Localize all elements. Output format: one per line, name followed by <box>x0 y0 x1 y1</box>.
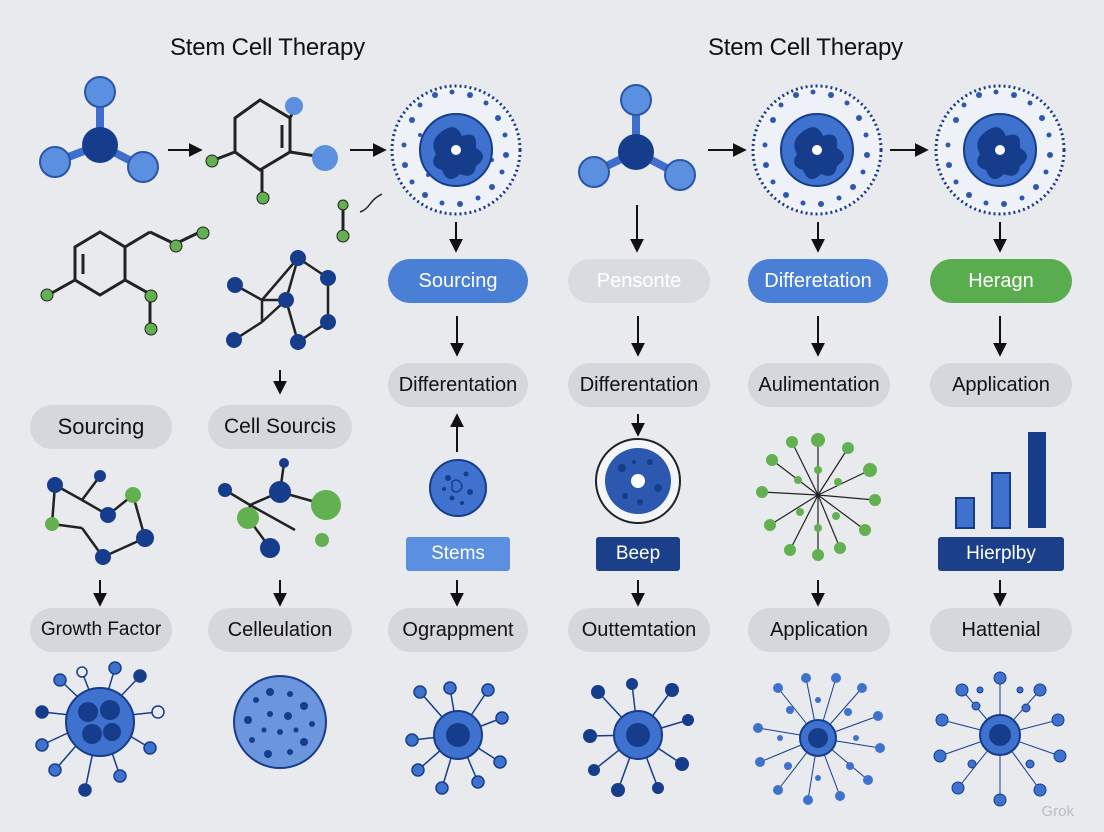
molecule-fragment <box>336 193 383 243</box>
cell-with-receptors-1 <box>35 661 165 797</box>
stem-cell-large-3 <box>934 84 1066 216</box>
atom <box>144 322 158 336</box>
atom <box>196 226 210 240</box>
cell-dense-network-6 <box>933 671 1067 807</box>
network-atoms-middle <box>226 250 336 350</box>
title-left: Stem Cell Therapy <box>170 34 365 61</box>
box-beep: Beep <box>596 537 680 571</box>
molecule-tetrahedral-right <box>578 84 696 191</box>
pill-application-1: Application <box>930 363 1072 407</box>
molecule-network-left-2 <box>224 462 327 549</box>
box-stems: Stems <box>406 537 510 571</box>
cell-beep <box>595 438 681 524</box>
pill-growth-factor: Growth Factor <box>30 608 172 652</box>
atom <box>312 145 338 171</box>
pill-heragn: Heragn <box>930 259 1072 303</box>
pill-sourcing-top: Sourcing <box>388 259 528 303</box>
cell-dense-network-5 <box>753 673 885 805</box>
pill-pensonte: Pensonte <box>568 259 710 303</box>
atom <box>205 154 219 168</box>
stem-cell-large-1 <box>390 84 522 216</box>
pill-celleulation: Celleulation <box>208 608 352 652</box>
pill-sourcing-left: Sourcing <box>30 405 172 449</box>
atom <box>169 239 183 253</box>
watermark: Grok <box>1041 803 1074 820</box>
green-radial-atoms <box>756 433 881 561</box>
pill-outtemtation: Outtemtation <box>568 608 710 652</box>
pill-differentation-1: Differentation <box>388 363 528 407</box>
green-radial-cluster <box>761 440 876 555</box>
molecule-hexagon-top <box>213 98 323 196</box>
atom <box>144 289 158 303</box>
bar-chart-icon <box>955 432 1046 529</box>
network-atoms-left <box>45 470 154 565</box>
small-cell-stems <box>429 459 487 517</box>
pill-application-2: Application <box>748 608 890 652</box>
atom <box>40 288 54 302</box>
cell-with-receptors-4 <box>583 678 694 797</box>
cell-with-receptors-3 <box>405 681 509 795</box>
pill-ograppment: Ograppment <box>388 608 528 652</box>
pill-hattenial: Hattenial <box>930 608 1072 652</box>
pill-aulimentation: Aulimentation <box>748 363 890 407</box>
molecule-tetrahedral-left <box>39 76 159 183</box>
atom <box>256 191 270 205</box>
atom <box>285 97 303 115</box>
pill-cell-sourcis: Cell Sourcis <box>208 405 352 449</box>
pill-differetation: Differetation <box>748 259 888 303</box>
pill-differentation-2: Differentation <box>568 363 710 407</box>
box-hierplby: Hierplby <box>938 537 1064 571</box>
network-atoms-left-2 <box>218 458 341 558</box>
stem-cell-large-2 <box>751 84 883 216</box>
title-right: Stem Cell Therapy <box>708 34 903 61</box>
cell-speckled <box>233 675 327 769</box>
